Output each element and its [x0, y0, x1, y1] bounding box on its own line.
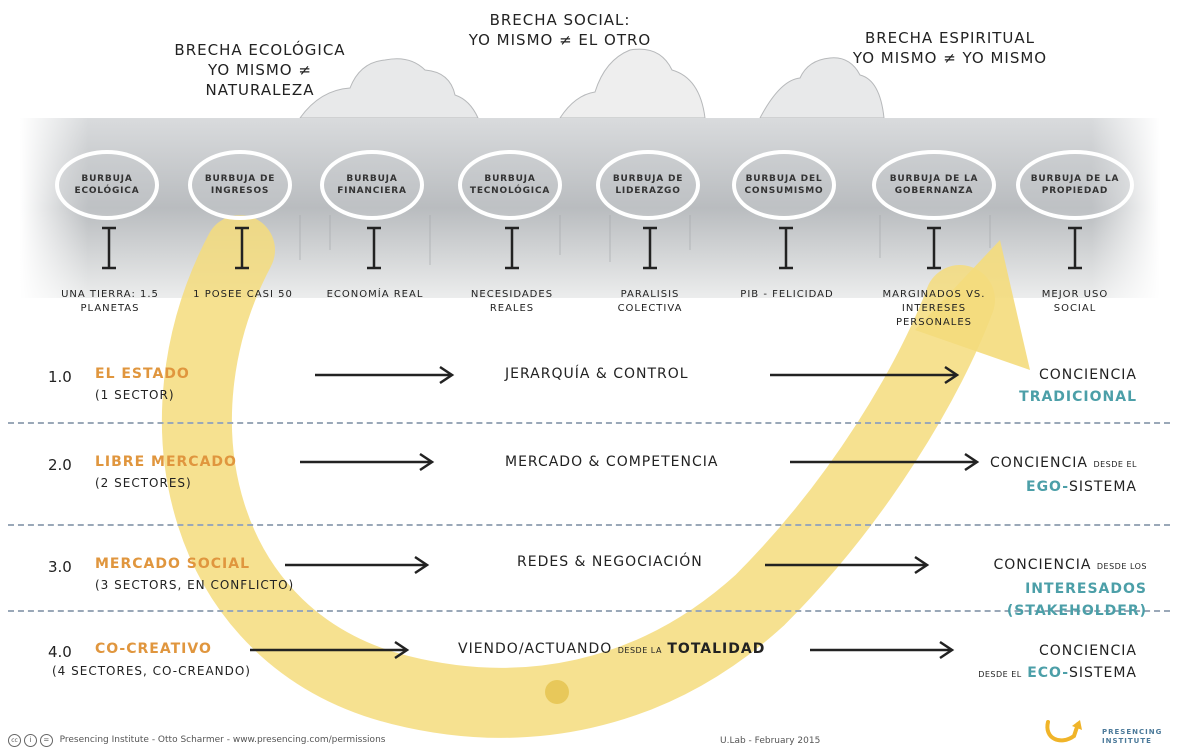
row2-title: Libre mercado — [95, 454, 237, 470]
event-label: U.Lab - February 2015 — [720, 736, 821, 746]
iceberg-middle — [559, 48, 706, 119]
bubble-technological: Burbuja tecnológica — [458, 150, 562, 220]
gap-social-title: Brecha social: — [489, 11, 631, 29]
row4-center-prep: desde la — [617, 646, 662, 655]
symptom-ecological: Una tierra: 1.5 planetas — [61, 289, 159, 314]
gap-spiritual-subtitle: Yo mismo ≠ yo mismo — [852, 49, 1048, 67]
symptom-governance: Marginados vs. intereses personales — [882, 289, 986, 328]
row4-center: Viendo/actuando desde la totalidad — [458, 641, 765, 657]
row3-consciousness-prep: desde los — [1096, 562, 1147, 571]
symptom-financial: Economía real — [326, 289, 424, 300]
bubble-label: Burbuja de liderazgo — [612, 174, 684, 196]
gap-ecological-subtitle: Yo mismo ≠ naturaleza — [205, 61, 315, 99]
row-divider — [8, 610, 1170, 612]
bubble-ecological: Burbuja ecológica — [55, 150, 159, 220]
bubble-label: Burbuja de la propiedad — [1030, 174, 1120, 196]
symptom-leadership: Paralisis colectiva — [617, 289, 683, 314]
row-divider — [8, 422, 1170, 424]
connector-bars — [102, 226, 1082, 270]
row1-consciousness-type: Tradicional — [1019, 389, 1137, 405]
gap-social-subtitle: Yo mismo ≠ el otro — [468, 31, 652, 49]
u-curve-bottom-dot — [545, 680, 569, 704]
bubble-label: Burbuja financiera — [337, 174, 407, 196]
bubble-label: Burbuja ecológica — [74, 174, 140, 196]
row2-subtitle: (2 sectores) — [95, 476, 192, 490]
presencing-logo-text: PRESENCING INSTITUTE — [1102, 728, 1162, 746]
bubble-leadership: Burbuja de liderazgo — [596, 150, 700, 220]
bubble-governance: Burbuja de la gobernanza — [872, 150, 996, 220]
bubble-label: Burbuja de ingresos — [204, 174, 276, 196]
bubble-financial: Burbuja financiera — [320, 150, 424, 220]
gap-ecological-title: Brecha ecológica — [174, 41, 346, 59]
row1-title: El estado — [95, 366, 190, 382]
row1-consciousness-label: Conciencia — [1039, 367, 1137, 383]
row-divider — [8, 524, 1170, 526]
row3-consciousness-label: Conciencia — [993, 557, 1092, 573]
bubble-label: Burbuja de la gobernanza — [889, 174, 979, 196]
row3-consciousness: Conciencia desde los Interesados (stakeh… — [887, 554, 1147, 622]
symptom-technological: Necesidades reales — [470, 289, 554, 314]
row4-number: 4.0 — [48, 643, 72, 661]
nd-icon: = — [39, 734, 53, 747]
logo-line1: PRESENCING — [1102, 728, 1163, 736]
row2-consciousness-type: Ego- — [1026, 479, 1070, 495]
row2-consciousness: Conciencia desde el Ego-sistema — [897, 452, 1137, 498]
row4-subtitle: (4 sectores, co-creando) — [52, 664, 251, 678]
row3-center: Redes & negociación — [517, 554, 703, 570]
gap-spiritual-title: Brecha espiritual — [864, 29, 1036, 47]
license-footer: cc i = Presencing Institute - Otto Schar… — [8, 734, 385, 747]
row1-subtitle: (1 sector) — [95, 388, 175, 402]
row4-center-main: Viendo/actuando — [458, 641, 613, 657]
cc-icon: cc — [8, 734, 21, 747]
gap-spiritual: Brecha espiritual Yo mismo ≠ yo mismo — [850, 28, 1050, 68]
by-icon: i — [23, 734, 37, 747]
bubble-property: Burbuja de la propiedad — [1016, 150, 1134, 220]
row4-consciousness-label: Conciencia — [1039, 643, 1137, 659]
bubble-label: Burbuja del consumismo — [744, 174, 824, 196]
iceberg-right — [759, 57, 885, 119]
row3-number: 3.0 — [48, 558, 72, 576]
row4-consciousness-type: Eco- — [1027, 665, 1070, 681]
row3-consciousness-type: Interesados (stakeholder) — [1006, 581, 1147, 619]
row1-center: Jerarquía & control — [505, 366, 689, 382]
row2-center: Mercado & competencia — [505, 454, 719, 470]
iceberg-left — [299, 58, 479, 119]
row4-center-emph: totalidad — [667, 641, 766, 657]
bubble-label: Burbuja tecnológica — [469, 174, 551, 196]
row2-consciousness-suffix: sistema — [1069, 479, 1137, 495]
symptom-consumerism: PIB - felicidad — [740, 289, 834, 300]
row4-consciousness: Conciencia desde el Eco-sistema — [897, 640, 1137, 686]
bubble-income: Burbuja de ingresos — [188, 150, 292, 220]
symptom-property: Mejor uso social — [1041, 289, 1109, 314]
row2-number: 2.0 — [48, 456, 72, 474]
row2-consciousness-label: Conciencia — [990, 455, 1088, 471]
gap-ecological: Brecha ecológica Yo mismo ≠ naturaleza — [160, 40, 360, 100]
license-text: Presencing Institute - Otto Scharmer - w… — [59, 735, 386, 745]
row4-consciousness-prep: desde el — [978, 670, 1022, 679]
symptom-income: 1 posee casi 50 — [193, 289, 293, 300]
row1-consciousness: Conciencia Tradicional — [917, 364, 1137, 408]
row4-consciousness-suffix: sistema — [1069, 665, 1137, 681]
row4-title: Co-creativo — [95, 641, 212, 657]
bubble-consumerism: Burbuja del consumismo — [732, 150, 836, 220]
u-curve-arrowhead — [915, 240, 1030, 370]
logo-line2: INSTITUTE — [1102, 737, 1152, 745]
row2-consciousness-prep: desde el — [1093, 460, 1137, 469]
row3-subtitle: (3 sectors, en conflicto) — [95, 578, 295, 592]
gap-social: Brecha social: Yo mismo ≠ el otro — [460, 10, 660, 50]
row3-title: Mercado social — [95, 556, 251, 572]
presencing-logo-icon — [1045, 720, 1082, 743]
row1-number: 1.0 — [48, 368, 72, 386]
